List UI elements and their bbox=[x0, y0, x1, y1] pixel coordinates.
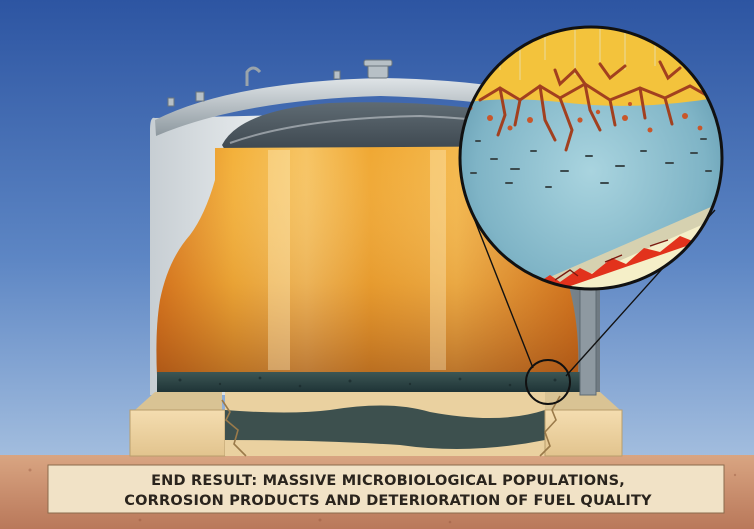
caption-line-1: END RESULT: MASSIVE MICROBIOLOGICAL POPU… bbox=[151, 473, 625, 489]
side-pipe bbox=[580, 285, 596, 395]
caption-box: END RESULT: MASSIVE MICROBIOLOGICAL POPU… bbox=[48, 465, 724, 513]
water-bottom-layer bbox=[157, 372, 582, 392]
caption-line-2: CORROSION PRODUCTS AND DETERIORATION OF … bbox=[124, 493, 652, 509]
